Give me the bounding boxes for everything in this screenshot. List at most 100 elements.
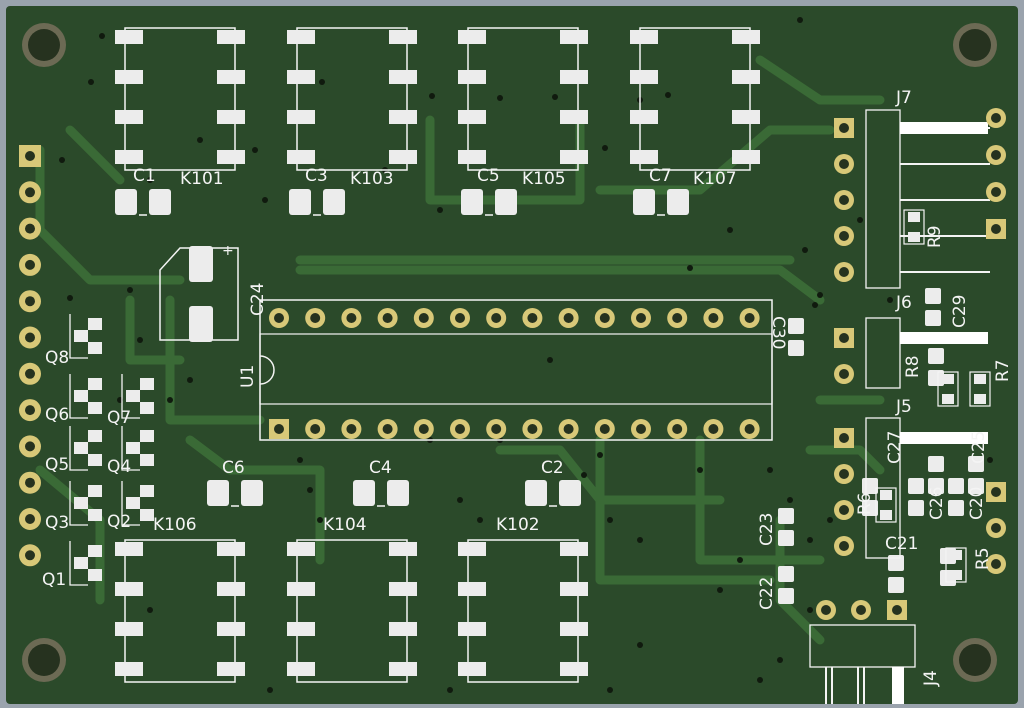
conn-pin-hole (991, 523, 1001, 533)
resistor-pad (880, 510, 892, 520)
silk-label: C21 (885, 534, 919, 554)
relay-pad (630, 110, 658, 124)
relay-pad (115, 70, 143, 84)
transistor-pad (74, 390, 88, 402)
via-15 (687, 265, 693, 271)
connector-j7 (834, 108, 1006, 289)
transistor-silk (69, 426, 88, 471)
relay-pad (287, 542, 315, 556)
cap-pad (149, 189, 171, 215)
silk-label: K104 (323, 515, 367, 535)
silk-label: J4 (921, 670, 941, 687)
ic-pin-hole (274, 424, 284, 434)
relay-pad (115, 110, 143, 124)
ic-pin-hole (708, 424, 719, 434)
resistor-outline-4 (945, 547, 967, 583)
silk-label: C4 (369, 458, 392, 478)
cap-pad (788, 318, 804, 334)
silk-label: C6 (222, 458, 245, 478)
conn-pin-hole (839, 541, 849, 551)
ic-pin-hole (599, 313, 610, 323)
via-19 (812, 302, 818, 308)
ic-pin-hole (491, 424, 502, 434)
silk-label: Q3 (45, 513, 69, 533)
ic-pin-hole (418, 424, 429, 434)
via-47 (807, 537, 813, 543)
transistor-pad (74, 557, 88, 569)
conn-pin-hole (839, 123, 849, 133)
relay-pad (287, 110, 315, 124)
via-41 (637, 537, 643, 543)
resistor-pad (942, 394, 954, 404)
relay-K106 (115, 539, 245, 683)
header-pin-hole (25, 477, 35, 488)
via-5 (262, 197, 268, 203)
relay-K103 (287, 27, 417, 171)
transistor-pad (88, 378, 102, 390)
relay-pad (287, 30, 315, 44)
relay-pad (115, 542, 143, 556)
cap-pad (928, 370, 944, 386)
transistor-pad (74, 330, 88, 342)
cap-pad (633, 189, 655, 215)
via-8 (429, 93, 435, 99)
mount-hole-3 (959, 644, 991, 676)
via-29 (187, 377, 193, 383)
j6-tab (900, 332, 988, 344)
transistor-pad (88, 454, 102, 466)
via-34 (457, 497, 463, 503)
header-pin-hole (25, 332, 35, 343)
transistor-Q8 (69, 314, 102, 359)
ic-pin-hole (346, 424, 357, 434)
via-37 (547, 357, 553, 363)
transistor-pad (126, 497, 140, 509)
relay-pad (389, 70, 417, 84)
via-39 (597, 452, 603, 458)
transistor-pad (140, 430, 154, 442)
conn-pin-hole (839, 369, 849, 379)
cap-pad (788, 340, 804, 356)
relay-pad (560, 582, 588, 596)
conn-pin-hole (839, 505, 849, 515)
via-35 (477, 517, 483, 523)
relay-K104 (287, 539, 417, 683)
mount-hole-2 (28, 644, 60, 676)
transistor-silk (69, 374, 88, 419)
header-pin-hole (25, 514, 35, 524)
silk-label: R9 (925, 225, 945, 248)
silk-label: C29 (950, 294, 970, 328)
transistor-pad (140, 485, 154, 497)
mount-hole-0 (28, 29, 60, 61)
silk-label: C22 (757, 576, 777, 610)
relay-pad (458, 110, 486, 124)
silk-label: R8 (903, 355, 923, 378)
resistor-outline-1 (937, 371, 959, 407)
relay-pad (217, 110, 245, 124)
trace-9 (495, 445, 725, 505)
silk-label: U1 (238, 365, 258, 388)
silk-label: K105 (522, 169, 566, 189)
relay-outline (124, 539, 236, 683)
silk-label: K101 (180, 169, 224, 189)
cap-pad (778, 588, 794, 604)
transistor-pad (88, 509, 102, 521)
silk-label: K106 (153, 515, 197, 535)
relay-pad (389, 150, 417, 164)
conn-pin-hole (839, 333, 849, 343)
transistor-silk (69, 541, 88, 586)
via-40 (607, 517, 613, 523)
relay-pad (217, 150, 245, 164)
relay-outline (296, 539, 408, 683)
relay-pad (732, 150, 760, 164)
cap-pad (908, 500, 924, 516)
j4-tab (892, 667, 904, 704)
relay-pad (458, 582, 486, 596)
j4-body (809, 624, 916, 668)
cap-C5 (461, 189, 517, 216)
via-38 (581, 472, 587, 478)
relay-pad (458, 622, 486, 636)
transistor-Q5 (69, 426, 102, 471)
cap-pad (778, 530, 794, 546)
relay-outline (124, 27, 236, 171)
